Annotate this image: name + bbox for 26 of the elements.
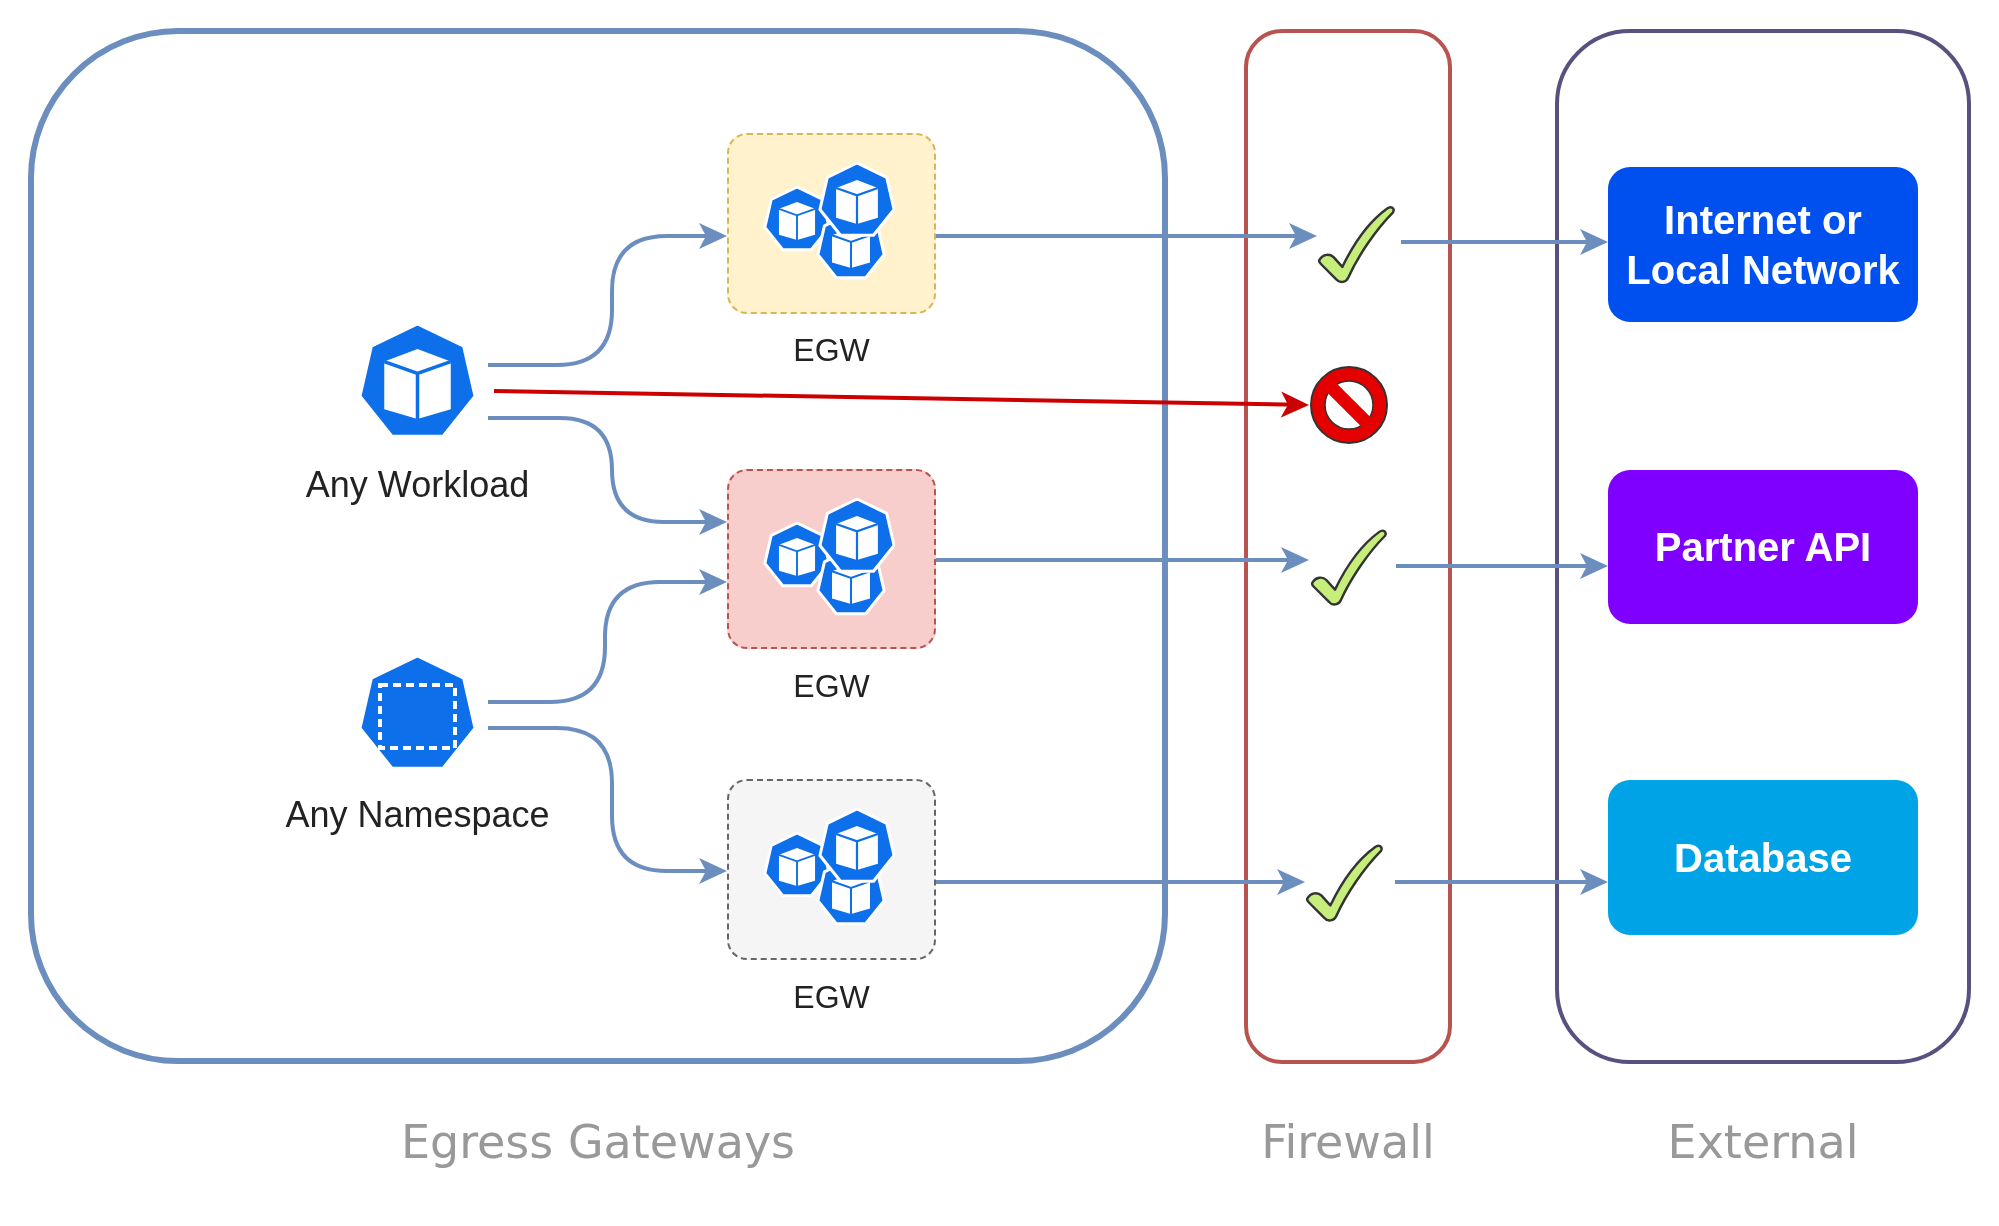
group-label: Egress Gateways: [400, 1115, 796, 1171]
node-label: EGW: [793, 979, 870, 1016]
destination-box: Internet or Local Network: [1608, 167, 1918, 322]
arrow: [936, 547, 1309, 573]
destination-box: Partner API: [1608, 470, 1918, 624]
arrow: [488, 726, 727, 884]
arrow: [936, 869, 1305, 895]
arrow: [936, 223, 1317, 249]
node-label: Any Workload: [305, 464, 530, 506]
arrow: [493, 389, 1309, 418]
node-label: EGW: [793, 332, 870, 369]
arrow: [1401, 229, 1608, 255]
destination-box: Database: [1608, 780, 1918, 935]
arrow: [488, 416, 727, 535]
arrow: [488, 223, 727, 367]
node-label: Any Namespace: [285, 794, 550, 836]
node-label: EGW: [793, 668, 870, 705]
group-label: External: [1667, 1115, 1859, 1171]
check-icon: [1309, 529, 1388, 606]
group-label: Firewall: [1261, 1115, 1435, 1171]
check-icon: [1305, 844, 1383, 922]
arrow: [488, 569, 727, 704]
arrow: [1395, 869, 1608, 895]
check-icon: [1317, 205, 1395, 284]
arrow: [1396, 553, 1608, 579]
prohibited-icon: [1309, 365, 1389, 445]
